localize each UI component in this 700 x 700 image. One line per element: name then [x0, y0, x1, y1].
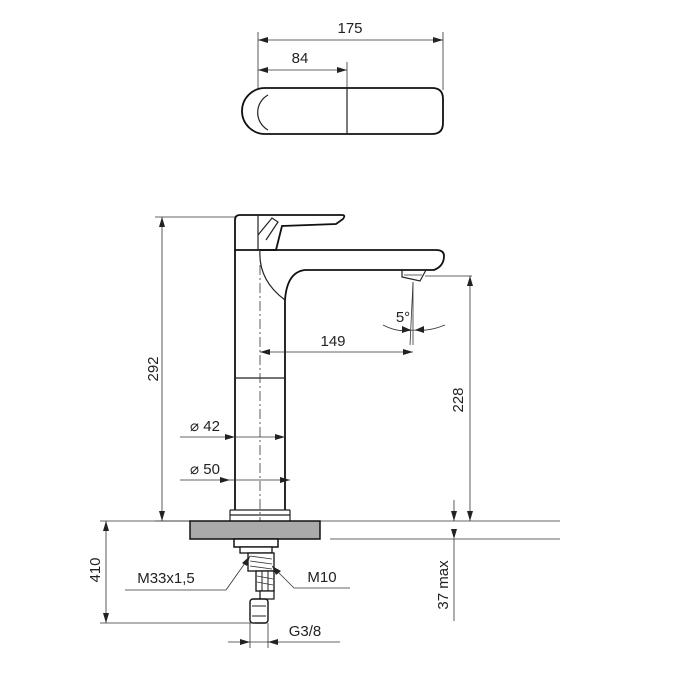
lever-body [234, 214, 346, 251]
threaded-shank [247, 552, 275, 572]
dim-spout-height: 228 [450, 387, 467, 412]
dim-max-counter-thickness: 37 max [435, 560, 452, 610]
hose-nut [249, 598, 269, 624]
top-view-outline [241, 87, 444, 135]
supply-hoses [255, 570, 275, 592]
spout-outline [260, 249, 445, 301]
dim-total-height: 292 [145, 356, 162, 381]
dim-base-diameter: ⌀ 50 [190, 461, 220, 478]
side-view: 292 5° 149 [145, 214, 473, 540]
dim-body-diameter: ⌀ 42 [190, 418, 220, 435]
mounting-plate [189, 520, 321, 540]
dim-overall-width: 175 [337, 20, 362, 37]
dim-spout-angle: 5° [396, 309, 410, 326]
label-shank-thread: M33x1,5 [137, 570, 195, 587]
label-stud-thread: M10 [307, 569, 336, 586]
label-hose-connection: G3/8 [289, 623, 322, 640]
top-view: 175 84 [241, 20, 444, 135]
dim-hose-length: 410 [87, 557, 104, 582]
lever-arc [257, 94, 269, 131]
dim-lever-offset: 84 [292, 50, 309, 67]
installation: 410 M33x1,5 M10 37 max G3/8 [87, 500, 560, 648]
dim-spout-reach: 149 [320, 333, 345, 350]
